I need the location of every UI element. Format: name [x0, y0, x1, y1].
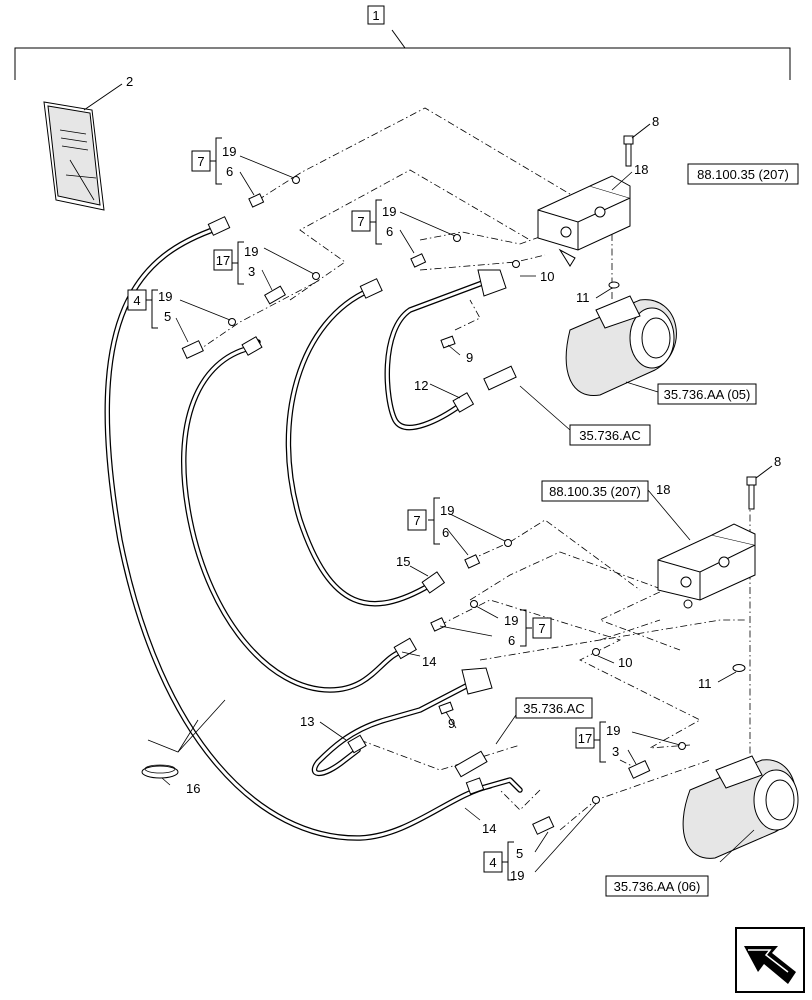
hose-14-lower-end	[472, 777, 523, 793]
ref-cylinder-upper[interactable]: 35.736.AA (05)	[657, 383, 757, 405]
callout-7[interactable]: 7	[357, 214, 364, 229]
bracket-group-4-lower[interactable]: 4 5 19	[483, 841, 524, 883]
callout-14[interactable]: 14	[422, 654, 436, 669]
assembly-bracket: 1	[14, 5, 791, 80]
callout-15[interactable]: 15	[396, 554, 410, 569]
bracket-group-4-upper[interactable]: 4 19 5	[127, 289, 172, 329]
callout-3[interactable]: 3	[612, 744, 619, 759]
callout-5[interactable]: 5	[516, 846, 523, 861]
assembly-lines	[195, 107, 751, 831]
callout-4[interactable]: 4	[133, 293, 140, 308]
callout-7[interactable]: 7	[538, 621, 545, 636]
cylinder-upper	[565, 295, 677, 397]
callout-19[interactable]: 19	[504, 613, 518, 628]
callout-6[interactable]: 6	[226, 164, 233, 179]
callout-19[interactable]: 19	[510, 868, 524, 883]
callout-19[interactable]: 19	[606, 723, 620, 738]
single-callouts: 8 18 10 11 9 12 8 18 15 14 10 11 13 9 16…	[186, 114, 781, 836]
ref-text: 35.736.AC	[579, 428, 640, 443]
ref-text: 35.736.AA (06)	[614, 879, 701, 894]
bolts	[623, 123, 773, 510]
bracket-group-7-upper-left[interactable]: 7 19 6	[191, 137, 236, 185]
ref-valve-lower[interactable]: 88.100.35 (207)	[541, 480, 649, 502]
ref-valve-upper[interactable]: 88.100.35 (207)	[687, 163, 799, 185]
callout-9[interactable]: 9	[466, 350, 473, 365]
hose-14-mid	[181, 345, 403, 693]
callout-5[interactable]: 5	[164, 309, 171, 324]
bracket-group-7-lower-left[interactable]: 7 19 6	[407, 497, 454, 545]
bracket-group-7-upper-mid[interactable]: 7 19 6	[351, 199, 396, 245]
callout-8[interactable]: 8	[652, 114, 659, 129]
callout-6[interactable]: 6	[386, 224, 393, 239]
ref-fitting-upper[interactable]: 35.736.AC	[569, 424, 651, 446]
hose-fittings	[207, 216, 507, 795]
callout-10[interactable]: 10	[540, 269, 554, 284]
callout-19[interactable]: 19	[244, 244, 258, 259]
valve-block-lower	[657, 523, 756, 609]
callout-18[interactable]: 18	[656, 482, 670, 497]
callout-18[interactable]: 18	[634, 162, 648, 177]
small-parts	[141, 176, 746, 835]
callout-16[interactable]: 16	[186, 781, 200, 796]
callout-19[interactable]: 19	[158, 289, 172, 304]
callout-4[interactable]: 4	[489, 855, 496, 870]
callout-1[interactable]: 1	[372, 8, 379, 23]
callout-7[interactable]: 7	[413, 513, 420, 528]
manual-booklet: 2	[43, 74, 133, 211]
callout-6[interactable]: 6	[442, 525, 449, 540]
callout-19[interactable]: 19	[440, 503, 454, 518]
valve-block-upper	[537, 175, 631, 267]
cylinder-lower	[682, 755, 799, 859]
ref-text: 35.736.AC	[523, 701, 584, 716]
arrow-icon[interactable]	[735, 927, 805, 993]
tube-13	[311, 681, 473, 777]
callout-19[interactable]: 19	[222, 144, 236, 159]
bracket-group-17-lower[interactable]: 17 19 3	[575, 721, 620, 763]
callout-2[interactable]: 2	[126, 74, 133, 89]
callout-17[interactable]: 17	[216, 253, 230, 268]
callout-17[interactable]: 17	[578, 731, 592, 746]
callout-10[interactable]: 10	[618, 655, 632, 670]
callout-3[interactable]: 3	[248, 264, 255, 279]
ref-text: 88.100.35 (207)	[549, 484, 641, 499]
ref-text: 88.100.35 (207)	[697, 167, 789, 182]
bracket-group-17-upper[interactable]: 17 19 3	[213, 241, 258, 285]
hose-15	[285, 287, 433, 607]
ref-fitting-lower[interactable]: 35.736.AC	[515, 697, 593, 719]
callout-7[interactable]: 7	[197, 154, 204, 169]
callout-6[interactable]: 6	[508, 633, 515, 648]
ref-text: 35.736.AA (05)	[664, 387, 751, 402]
tube-12	[384, 279, 488, 431]
callout-13[interactable]: 13	[300, 714, 314, 729]
ref-cylinder-lower[interactable]: 35.736.AA (06)	[605, 875, 709, 897]
callout-11[interactable]: 11	[698, 676, 712, 691]
bracket-group-7-lower-right[interactable]: 7 19 6	[504, 609, 552, 648]
callout-8[interactable]: 8	[774, 454, 781, 469]
callout-12[interactable]: 12	[414, 378, 428, 393]
leader-lines	[147, 155, 755, 873]
callout-14[interactable]: 14	[482, 821, 496, 836]
callout-9[interactable]: 9	[448, 716, 455, 731]
callout-11[interactable]: 11	[576, 290, 590, 305]
callout-19[interactable]: 19	[382, 204, 396, 219]
